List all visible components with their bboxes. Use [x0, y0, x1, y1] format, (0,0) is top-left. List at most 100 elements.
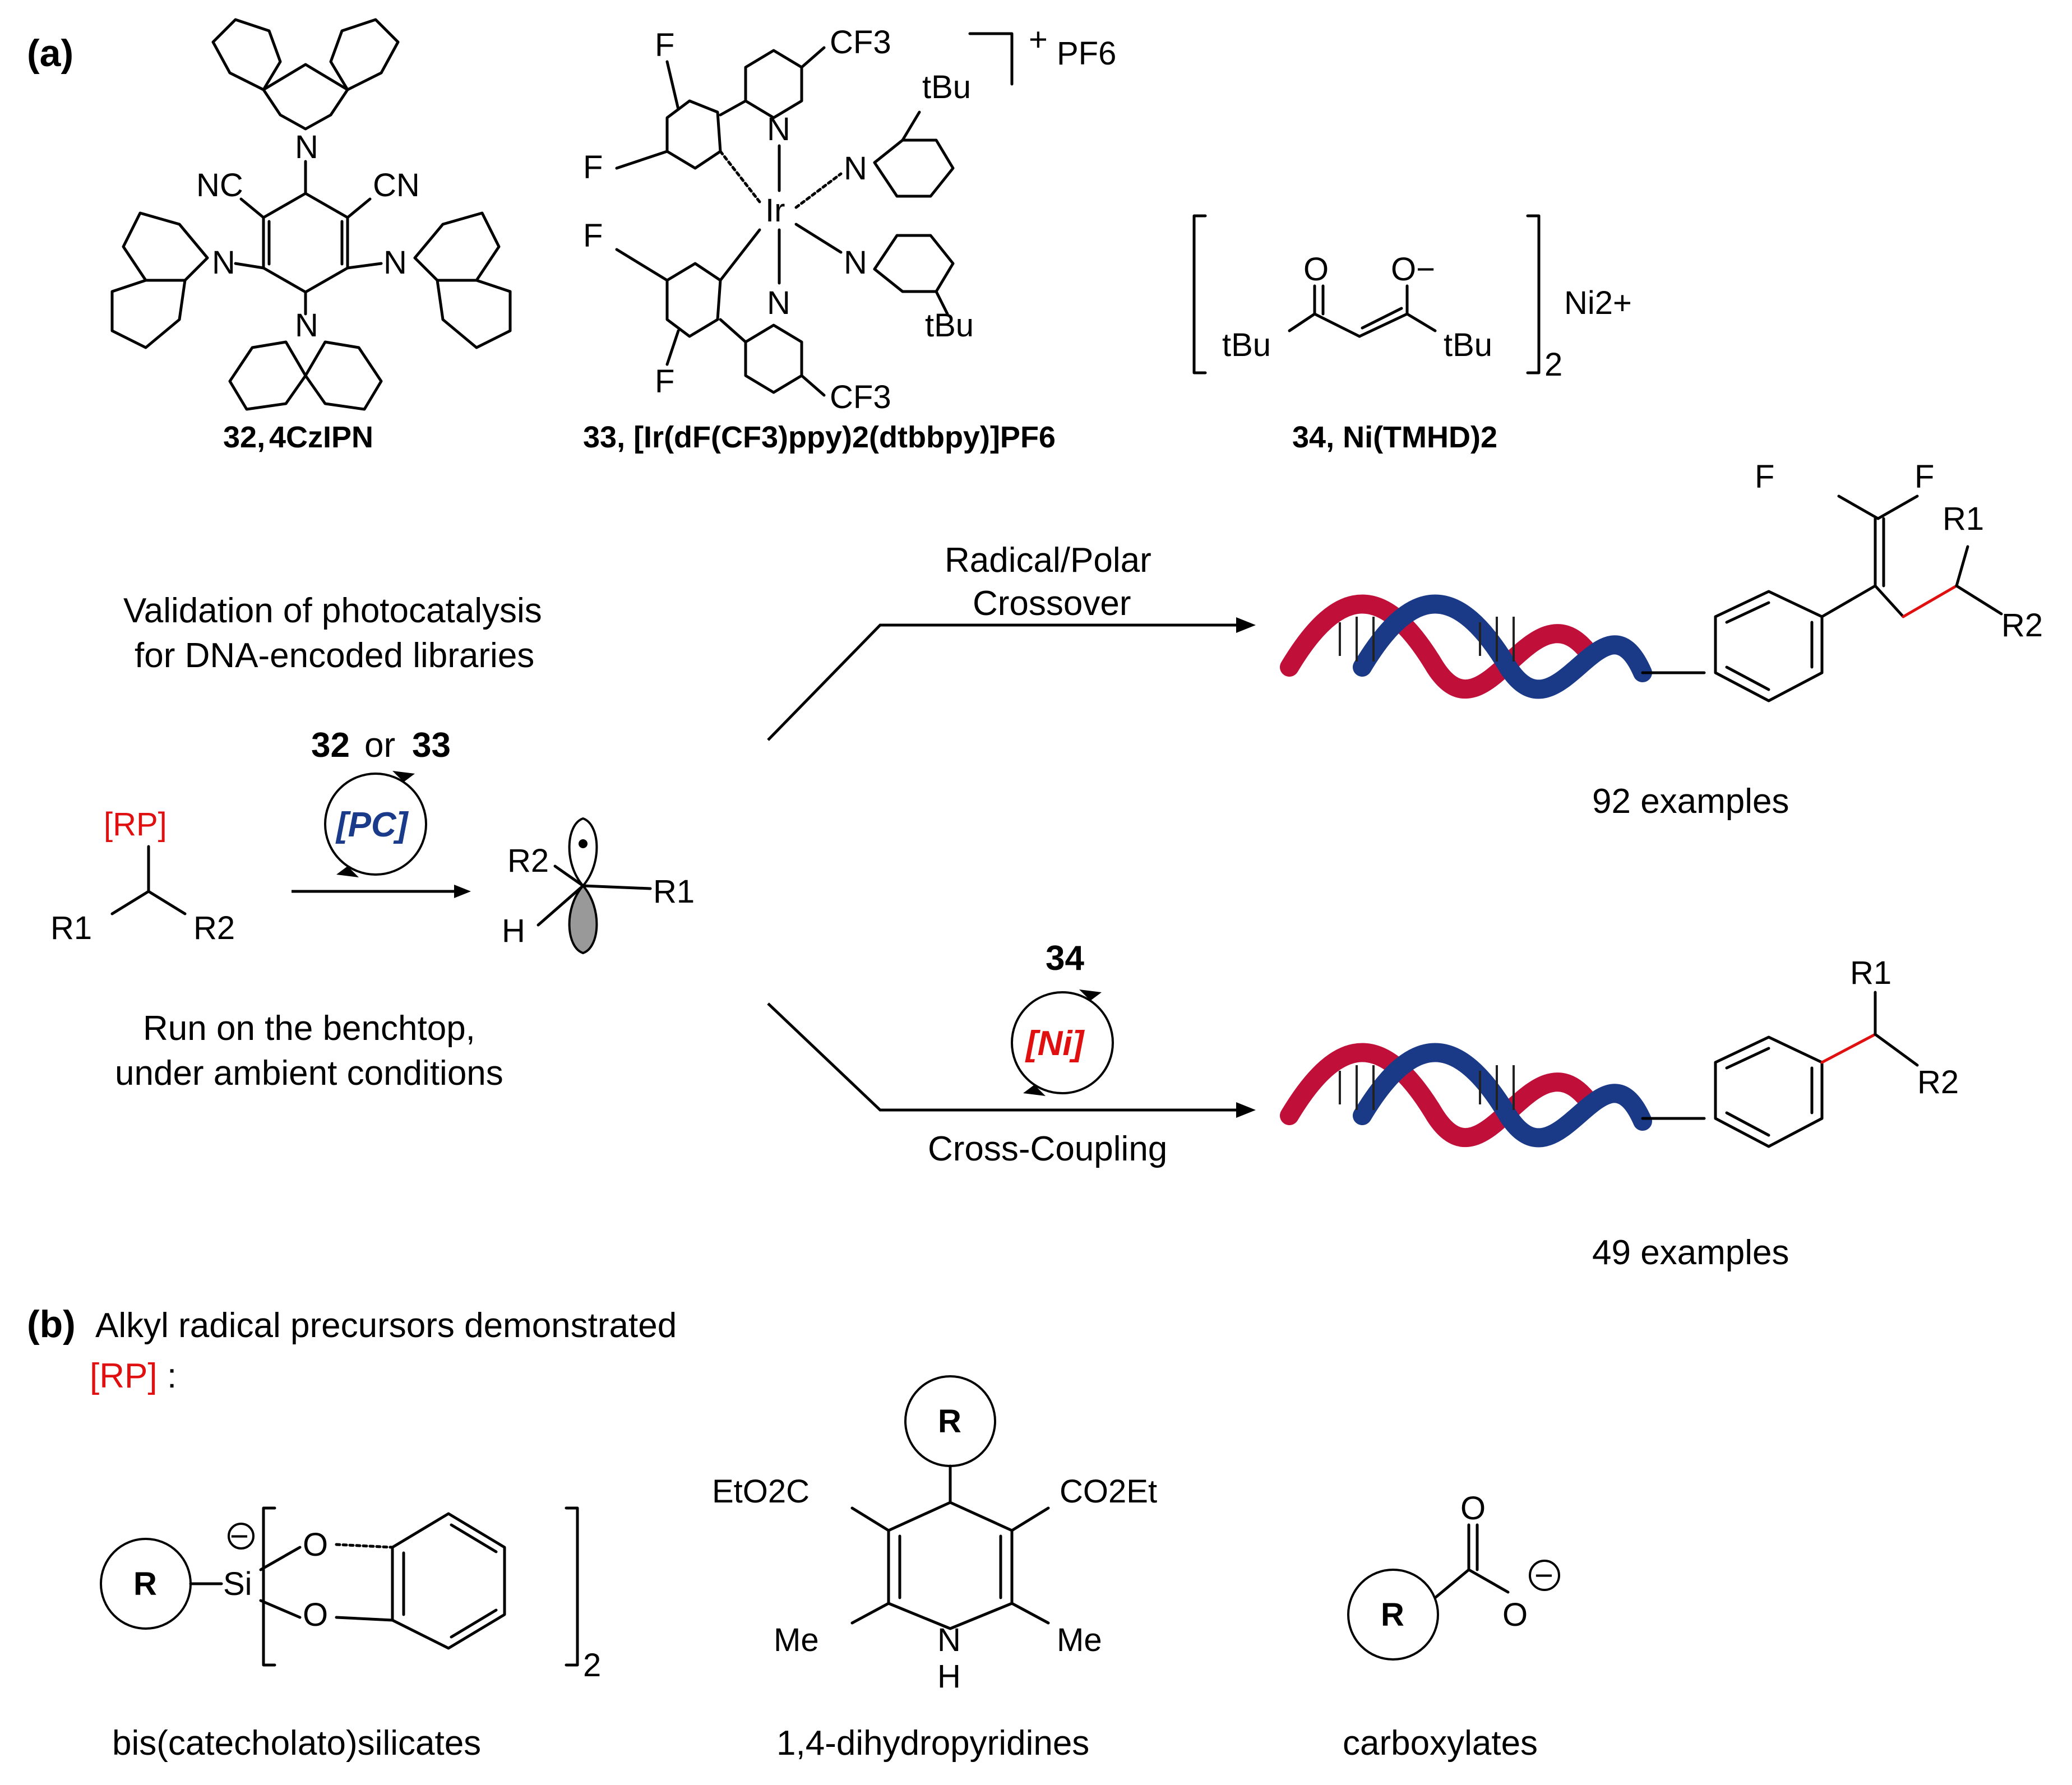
svg-text:+: + — [1029, 21, 1048, 58]
svg-text:R2: R2 — [2001, 607, 2043, 644]
precursor-carboxylate: R O O − — [1347, 1490, 1560, 1661]
svg-text:F: F — [655, 363, 674, 400]
svg-text:R: R — [938, 1403, 961, 1440]
svg-text:tBu: tBu — [922, 69, 971, 105]
svg-text:O: O — [1460, 1490, 1486, 1527]
photocatalysis-arrow — [292, 885, 471, 898]
svg-text:F: F — [655, 27, 674, 63]
svg-text:[PC]: [PC] — [335, 806, 409, 844]
lower-route-arrow — [767, 1002, 1256, 1118]
precursor-name-carboxylate: carboxylates — [1343, 1724, 1538, 1763]
catalyst-choice-a: 32 — [311, 726, 350, 765]
svg-text:R2: R2 — [193, 910, 235, 946]
panel-b-title: Alkyl radical precursors demonstrated — [95, 1306, 677, 1345]
pc-cycle: [PC] — [324, 771, 427, 877]
svg-text:[RP]: [RP] — [104, 806, 167, 843]
product-lower: R1 R2 — [1641, 955, 1959, 1148]
svg-text:F: F — [1914, 459, 1934, 495]
svg-text:O: O — [303, 1597, 328, 1633]
precursor-silicate: R Si − O O 2 — [100, 1506, 601, 1684]
svg-text:O: O — [1303, 251, 1329, 288]
svg-text:H: H — [502, 913, 525, 949]
panel-b-rp: [RP] — [90, 1357, 158, 1395]
svg-text:Me: Me — [1057, 1622, 1102, 1658]
caption-32-name: 4CzIPN — [269, 420, 373, 454]
svg-text:N: N — [937, 1622, 961, 1658]
svg-text:EtO2C: EtO2C — [712, 1473, 810, 1510]
svg-text:tBu: tBu — [925, 307, 974, 344]
dna-strand-upper — [1280, 594, 1652, 699]
structure-ni-tmhd: O O− tBu tBu 2 Ni2+ — [1192, 214, 1632, 383]
svg-text:N: N — [844, 150, 867, 187]
svg-text:R1: R1 — [50, 910, 92, 946]
upper-route-label-2: Crossover — [973, 584, 1131, 623]
svg-text:R1: R1 — [1942, 501, 1984, 537]
svg-text:CF3: CF3 — [830, 24, 891, 61]
svg-text:N: N — [295, 129, 318, 165]
svg-text:[Ni]: [Ni] — [1025, 1024, 1085, 1063]
svg-text:CN: CN — [373, 167, 420, 204]
svg-text:F: F — [1755, 459, 1774, 495]
svg-text:R2: R2 — [507, 843, 549, 879]
upper-route-label-1: Radical/Polar — [945, 541, 1151, 580]
svg-text:N: N — [383, 244, 407, 281]
svg-text:Me: Me — [774, 1622, 819, 1658]
starting-material: [RP] R1 R2 — [50, 806, 235, 946]
svg-text:PF6: PF6 — [1057, 35, 1116, 72]
panel-b-rp-colon: : — [167, 1357, 177, 1395]
upper-examples: 92 examples — [1592, 782, 1789, 821]
svg-text:tBu: tBu — [1222, 327, 1271, 363]
dna-strand-lower — [1280, 1043, 1652, 1148]
lower-route-label: Cross-Coupling — [928, 1130, 1167, 1168]
svg-text:O: O — [1502, 1597, 1528, 1633]
svg-text:CO2Et: CO2Et — [1060, 1473, 1157, 1510]
catalyst-choice-or: or — [364, 726, 395, 765]
svg-text:R1: R1 — [653, 873, 695, 910]
svg-text:2: 2 — [1544, 346, 1562, 383]
svg-text:CF3: CF3 — [830, 379, 891, 415]
validation-line-1: Validation of photocatalysis — [123, 591, 542, 630]
panel-a-label: (a) — [27, 32, 73, 75]
upper-route-arrow — [767, 617, 1256, 741]
svg-text:F: F — [583, 218, 603, 254]
svg-text:R: R — [133, 1566, 157, 1602]
svg-text:O: O — [303, 1527, 328, 1563]
product-upper: F F R1 R2 — [1641, 459, 2043, 702]
alkyl-radical: R2 R1 H — [502, 817, 695, 955]
validation-line-2: for DNA-encoded libraries — [135, 636, 534, 675]
precursor-name-silicate: bis(catecholato)silicates — [112, 1724, 481, 1763]
benchtop-line-1: Run on the benchtop, — [143, 1009, 475, 1048]
svg-text:N: N — [212, 244, 235, 281]
svg-text:N: N — [295, 307, 318, 344]
catalyst-choice-b: 33 — [412, 726, 451, 765]
lower-catalyst-num: 34 — [1046, 939, 1084, 978]
svg-text:H: H — [937, 1658, 961, 1695]
svg-text:O−: O− — [1391, 251, 1435, 288]
precursor-dhp: R EtO2C CO2Et Me Me N H — [712, 1375, 1157, 1695]
panel-b-label: (b) — [27, 1303, 76, 1345]
caption-32-num: 32, — [223, 420, 265, 454]
svg-text:tBu: tBu — [1444, 327, 1492, 363]
svg-text:F: F — [583, 149, 603, 186]
svg-text:−: − — [1534, 1557, 1553, 1594]
svg-text:Si: Si — [223, 1566, 252, 1602]
svg-text:Ir: Ir — [765, 192, 785, 229]
svg-text:N: N — [844, 244, 867, 281]
precursor-name-dhp: 1,4-dihydropyridines — [776, 1724, 1089, 1763]
structure-4czipn: N NC CN N N N — [110, 18, 512, 411]
svg-text:R2: R2 — [1917, 1064, 1959, 1100]
svg-text:N: N — [767, 285, 790, 321]
svg-text:R: R — [1381, 1597, 1404, 1633]
svg-text:NC: NC — [196, 167, 243, 204]
ni-cycle: [Ni] — [1011, 989, 1114, 1096]
svg-text:2: 2 — [583, 1647, 601, 1684]
benchtop-line-2: under ambient conditions — [115, 1054, 503, 1093]
svg-text:Ni2+: Ni2+ — [1564, 285, 1632, 321]
svg-text:−: − — [230, 1518, 249, 1555]
caption-33: 33, [Ir(dF(CF3)ppy)2(dtbbpy)]PF6 — [583, 420, 1056, 454]
lower-examples: 49 examples — [1592, 1233, 1789, 1272]
structure-ir-complex: + PF6 Ir N CF3 F F N CF3 F F N N — [583, 21, 1116, 415]
caption-34: 34, Ni(TMHD)2 — [1292, 420, 1497, 454]
svg-text:R1: R1 — [1850, 955, 1891, 991]
